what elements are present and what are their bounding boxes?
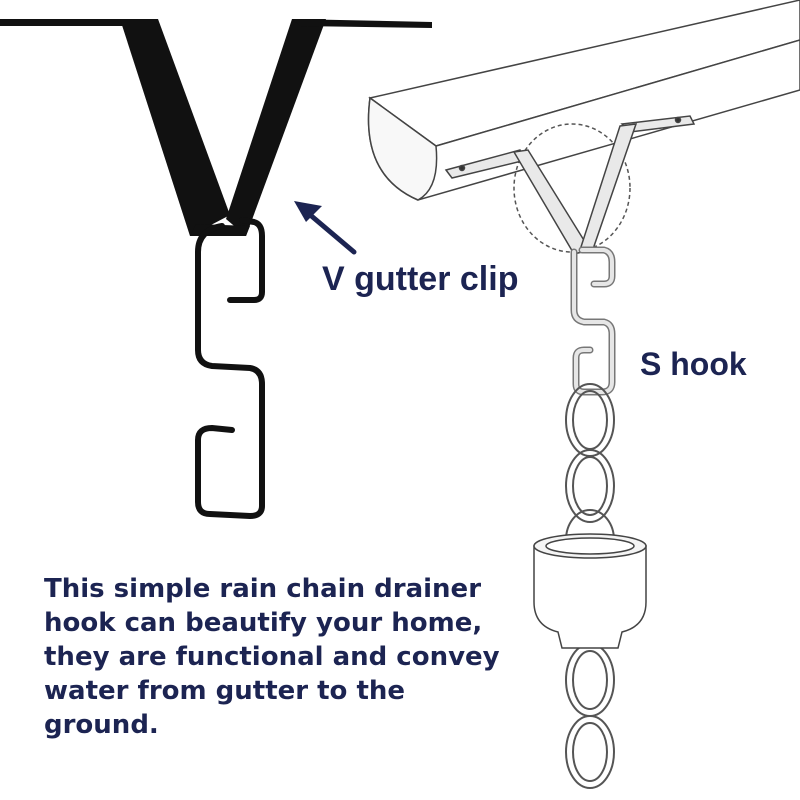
chain-link [565, 449, 615, 523]
silver-v-clip [444, 115, 696, 255]
v-clip-left-flange [0, 19, 132, 26]
description-line: ground. [44, 710, 159, 740]
description-line: they are functional and convey [44, 642, 500, 672]
gutter-end-cap [367, 96, 438, 201]
v-gutter-clip-label: V gutter clip [322, 260, 519, 298]
v-gutter-clip [0, 19, 432, 236]
v-clip-left-arm [120, 19, 230, 236]
v-clip-right-flange [292, 19, 432, 28]
s-hook-label: S hook [640, 346, 747, 382]
description-line: hook can beautify your home, [44, 608, 483, 638]
black-s-hook [195, 217, 265, 519]
product-description: This simple rain chain drainer hook can … [44, 572, 514, 742]
arrow-up-left-icon [294, 201, 357, 255]
silver-clip-left-arm [512, 149, 592, 255]
v-clip-right-arm [226, 19, 326, 236]
description-line: This simple rain chain drainer [44, 574, 482, 604]
chain-link [565, 715, 615, 789]
rain-chain-cup [533, 533, 647, 649]
gutter-illustration [367, 0, 800, 253]
description-line: water from gutter to the [44, 676, 406, 706]
gutter-hidden-dash [513, 123, 631, 253]
